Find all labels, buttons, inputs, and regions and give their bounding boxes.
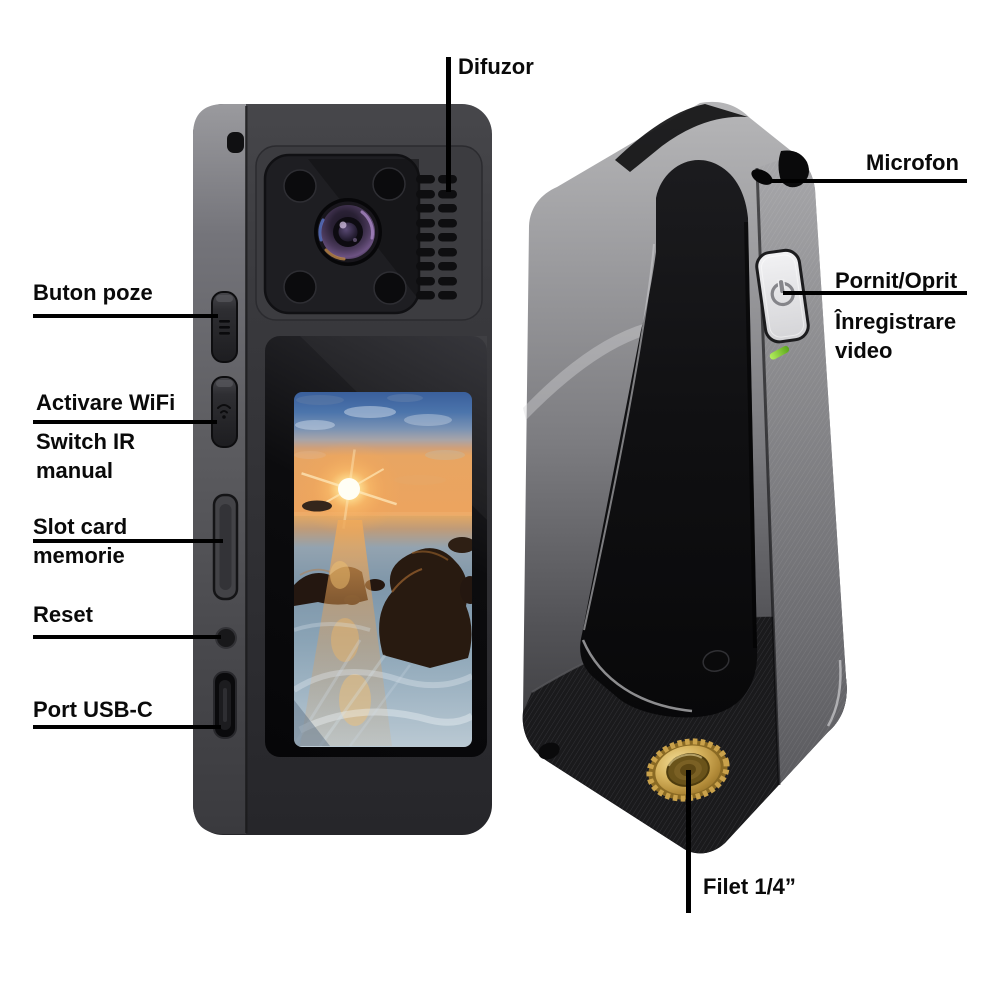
usb-c-port bbox=[213, 671, 237, 739]
label-filet: Filet 1/4” bbox=[703, 874, 796, 899]
slot-card-leader-line bbox=[33, 539, 223, 543]
label-microfon: Microfon bbox=[866, 150, 959, 175]
corner-detail bbox=[778, 150, 809, 188]
screen-display bbox=[294, 392, 472, 747]
memory-card-slot bbox=[212, 493, 239, 601]
back-clip bbox=[580, 160, 758, 718]
label-activare-wifi: Activare WiFi bbox=[36, 390, 176, 415]
camera-rear-view bbox=[522, 101, 847, 854]
label-slot-card: Slot card memorie bbox=[33, 514, 128, 568]
body-crease-highlight bbox=[523, 322, 650, 420]
camera-front-view bbox=[193, 104, 492, 835]
camera-module bbox=[263, 153, 457, 315]
microfon-leader-line bbox=[770, 179, 967, 183]
water-highlights bbox=[294, 561, 472, 747]
wifi-icon bbox=[217, 404, 231, 414]
edge-seam bbox=[245, 106, 248, 833]
microphone-hole bbox=[751, 169, 773, 185]
buton-poze-leader-line bbox=[33, 314, 218, 318]
pornit-oprit-leader-line bbox=[783, 291, 967, 295]
difuzor-leader-line bbox=[446, 57, 451, 192]
filet-leader-line bbox=[686, 770, 691, 913]
island bbox=[302, 500, 332, 512]
port-usb-leader-line bbox=[33, 725, 221, 729]
sun bbox=[338, 478, 360, 500]
clouds bbox=[294, 394, 465, 485]
activare-wifi-leader-line bbox=[33, 420, 217, 424]
top-notch bbox=[227, 132, 244, 153]
screw-hole bbox=[702, 650, 730, 672]
label-switch-ir: Switch IR manual bbox=[36, 429, 136, 483]
label-buton-poze: Buton poze bbox=[33, 280, 153, 305]
screw-hole bbox=[538, 742, 560, 760]
reset-leader-line bbox=[33, 635, 221, 639]
label-reset: Reset bbox=[33, 602, 93, 627]
camera-lens bbox=[314, 198, 382, 266]
wifi-button bbox=[211, 376, 238, 448]
label-inregistrare: Înregistrare video bbox=[835, 309, 957, 363]
status-led bbox=[769, 345, 790, 360]
label-port-usb: Port USB-C bbox=[33, 697, 153, 722]
ir-leds bbox=[283, 167, 407, 305]
photo-button bbox=[211, 291, 238, 363]
top-ridge bbox=[615, 104, 748, 172]
label-difuzor: Difuzor bbox=[458, 54, 534, 79]
label-pornit-oprit: Pornit/Oprit bbox=[835, 268, 958, 293]
left-side-face bbox=[193, 104, 246, 834]
speaker-grille bbox=[416, 175, 457, 300]
tripod-thread bbox=[646, 738, 730, 802]
